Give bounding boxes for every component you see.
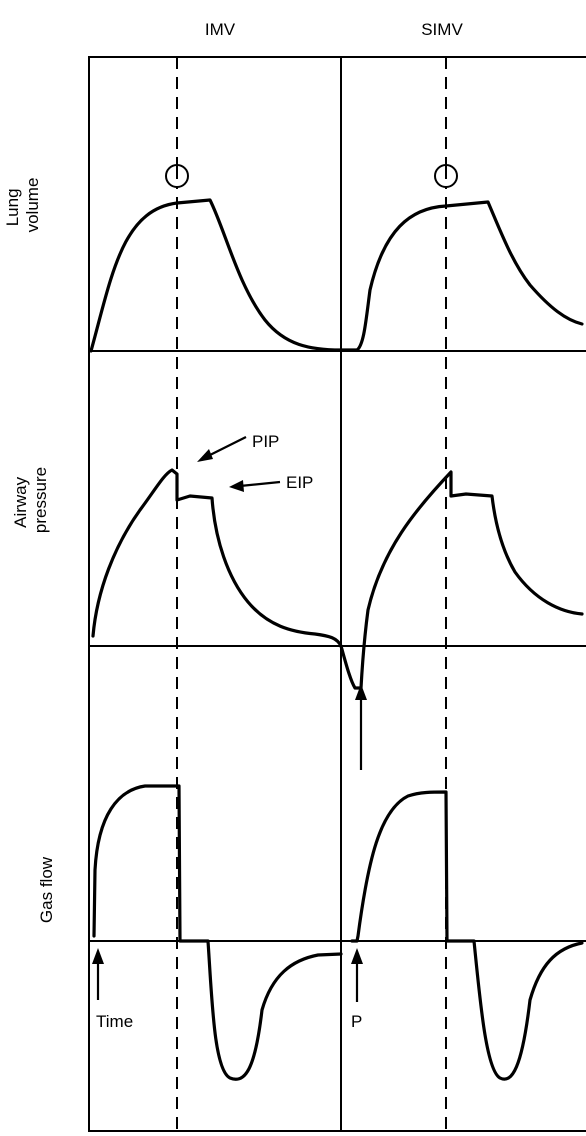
row-label-airway-pressure-line2: pressure bbox=[31, 467, 50, 533]
row-label-gas-flow: Gas flow bbox=[37, 856, 56, 923]
up-arrow-icon bbox=[355, 684, 367, 770]
simv-lung-volume-curve bbox=[339, 200, 584, 352]
time-label: Time bbox=[96, 1012, 133, 1031]
imv-lung-volume-curve bbox=[89, 198, 343, 353]
row-label-lung-volume: Lung volume bbox=[3, 178, 42, 233]
simv-gas-flow-curve bbox=[350, 790, 584, 1081]
pip-label: PIP bbox=[252, 432, 279, 451]
imv-gas-flow-curve bbox=[92, 784, 343, 1081]
simv-airway-pressure-curve bbox=[339, 470, 584, 690]
row-label-airway-pressure: Airway pressure bbox=[11, 467, 50, 533]
left-arrow-icon bbox=[229, 480, 281, 492]
up-arrow-icon bbox=[92, 948, 104, 1000]
row-label-lung-volume-line1: Lung bbox=[3, 188, 22, 226]
column-header-imv: IMV bbox=[205, 20, 236, 39]
chart-frame bbox=[88, 56, 586, 1132]
imv-airway-pressure-curve bbox=[91, 468, 343, 648]
column-header-simv: SIMV bbox=[421, 20, 463, 39]
p-label: P bbox=[351, 1012, 362, 1031]
up-arrow-icon bbox=[351, 948, 363, 1002]
left-arrow-icon bbox=[197, 436, 247, 462]
eip-label: EIP bbox=[286, 473, 313, 492]
row-label-lung-volume-line2: volume bbox=[23, 178, 42, 233]
timer-icon bbox=[165, 164, 189, 188]
row-label-airway-pressure-line1: Airway bbox=[11, 476, 30, 528]
timer-icon bbox=[434, 164, 458, 188]
